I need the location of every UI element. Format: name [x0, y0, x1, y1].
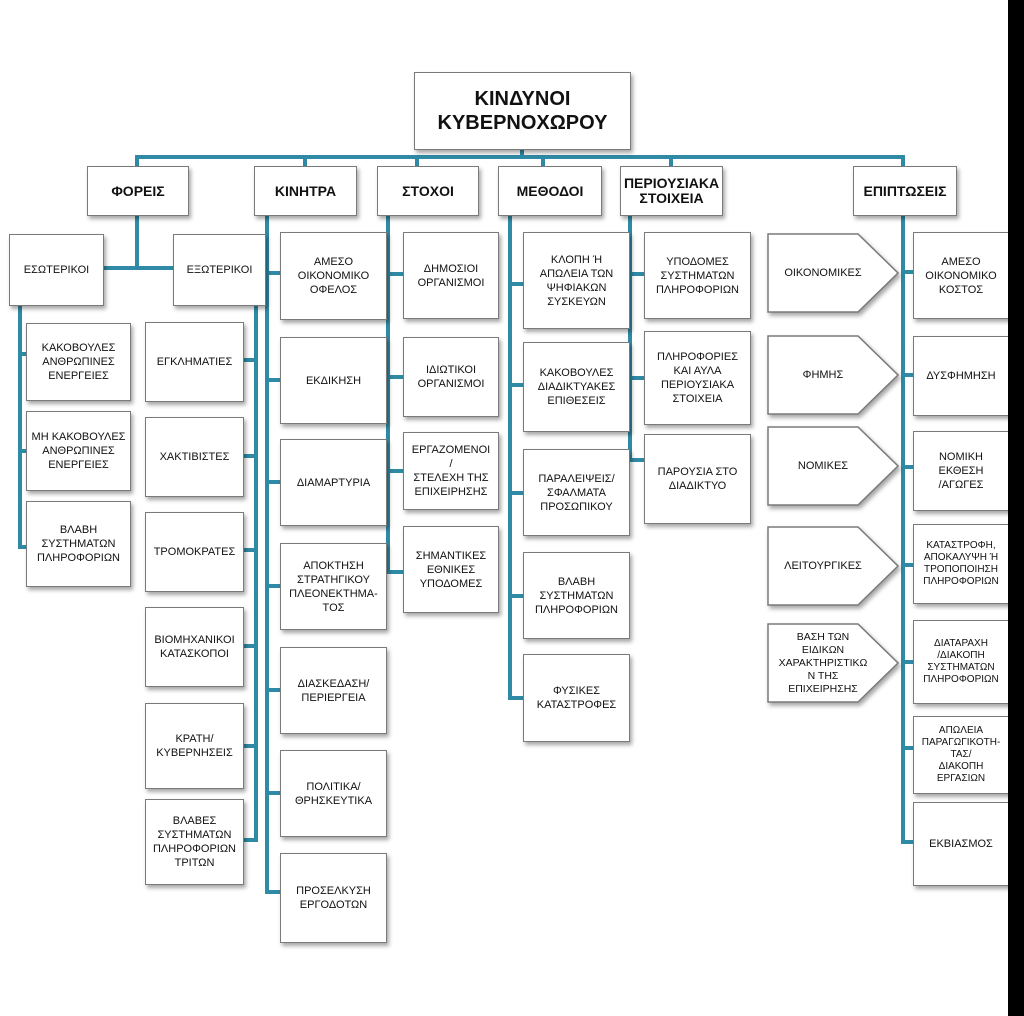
chevron-shape-fimis	[767, 335, 900, 415]
exoterikoi-item: ΒΙΟΜΗΧΑΝΙΚΟΙ ΚΑΤΑΣΚΟΠΟΙ	[145, 607, 244, 687]
epiptoseis-item: ΑΜΕΣΟ ΟΙΚΟΝΟΜΙΚΟ ΚΟΣΤΟΣ	[913, 232, 1009, 319]
exoterikoi-item: ΕΓΚΛΗΜΑΤΙΕΣ	[145, 322, 244, 402]
connector-exoterikoi	[241, 304, 258, 842]
kinitra-item: ΠΟΛΙΤΙΚΑ/ ΘΡΗΣΚΕΥΤΙΚΑ	[280, 750, 387, 837]
epiptoseis-item: ΕΚΒΙΑΣΜΟΣ	[913, 802, 1009, 886]
epiptoseis-item: ΚΑΤΑΣΤΡΟΦΗ, ΑΠΟΚΑΛΥΨΗ Ή ΤΡΟΠΟΠΟΙΗΣΗ ΠΛΗΡ…	[913, 524, 1009, 604]
stoxoi-item: ΕΡΓΑΖΟΜΕΝΟΙ / ΣΤΕΛΕΧΗ ΤΗΣ ΕΠΙΧΕΙΡΗΣΗΣ	[403, 432, 499, 510]
esoterikoi-item: ΒΛΑΒΗ ΣΥΣΤΗΜΑΤΩΝ ΠΛΗΡΟΦΟΡΙΩΝ	[26, 501, 131, 587]
connector-foreis-branch	[101, 214, 177, 270]
epiptoseis-item: ΝΟΜΙΚΗ ΕΚΘΕΣΗ /ΑΓΩΓΕΣ	[913, 431, 1009, 511]
stoxoi-item: ΣΗΜΑΝΤΙΚΕΣ ΕΘΝΙΚΕΣ ΥΠΟΔΟΜΕΣ	[403, 526, 499, 613]
right-edge-bar	[1008, 0, 1024, 1016]
esoterikoi-item: ΜΗ ΚΑΚΟΒΟΥΛΕΣ ΑΝΘΡΩΠΙΝΕΣ ΕΝΕΡΓΕΙΕΣ	[26, 411, 131, 491]
methodoi-item: ΚΑΚΟΒΟΥΛΕΣ ΔΙΑΔΙΚΤΥΑΚΕΣ ΕΠΙΘΕΣΕΙΣ	[523, 342, 630, 432]
connector-methodoi	[508, 214, 526, 700]
exoterikoi-item: ΒΛΑΒΕΣ ΣΥΣΤΗΜΑΤΩΝ ΠΛΗΡΟΦΟΡΙΩΝ ΤΡΙΤΩΝ	[145, 799, 244, 885]
exoterikoi-item: ΧΑΚΤΙΒΙΣΤΕΣ	[145, 417, 244, 497]
category-epiptoseis: ΕΠΙΠΤΩΣΕΙΣ	[853, 166, 957, 216]
category-stoxoi: ΣΤΟΧΟΙ	[377, 166, 479, 216]
category-periousiaka: ΠΕΡΙΟΥΣΙΑΚΑ ΣΤΟΙΧΕΙΑ	[620, 166, 723, 216]
foreis-exoterikoi: ΕΞΩΤΕΡΙΚΟΙ	[173, 234, 266, 306]
category-kinitra: ΚΙΝΗΤΡΑ	[254, 166, 357, 216]
epiptoseis-type-label: ΝΟΜΙΚΕΣ	[797, 460, 849, 472]
esoterikoi-item: ΚΑΚΟΒΟΥΛΕΣ ΑΝΘΡΩΠΙΝΕΣ ΕΝΕΡΓΕΙΕΣ	[26, 323, 131, 401]
methodoi-item: ΦΥΣΙΚΕΣ ΚΑΤΑΣΤΡΟΦΕΣ	[523, 654, 630, 742]
connector-kinitra	[265, 214, 283, 894]
exoterikoi-item: ΤΡΟΜΟΚΡΑΤΕΣ	[145, 512, 244, 592]
kinitra-item: ΔΙΑΜΑΡΤΥΡΙΑ	[280, 439, 387, 526]
epiptoseis-item: ΔΙΑΤΑΡΑΧΗ /ΔΙΑΚΟΠΗ ΣΥΣΤΗΜΑΤΩΝ ΠΛΗΡΟΦΟΡΙΩ…	[913, 620, 1009, 704]
kinitra-item: ΠΡΟΣΕΛΚΥΣΗ ΕΡΓΟΔΟΤΩΝ	[280, 853, 387, 943]
methodoi-item: ΠΑΡΑΛΕΙΨΕΙΣ/ ΣΦΑΛΜΑΤΑ ΠΡΟΣΩΠΙΚΟΥ	[523, 449, 630, 536]
periousiaka-item: ΠΑΡΟΥΣΙΑ ΣΤΟ ΔΙΑΔΙΚΤΥΟ	[644, 434, 751, 524]
foreis-esoterikoi: ΕΣΩΤΕΡΙΚΟΙ	[9, 234, 104, 306]
kinitra-item: ΑΠΟΚΤΗΣΗ ΣΤΡΑΤΗΓΙΚΟΥ ΠΛΕΟΝΕΚΤΗΜΑ- ΤΟΣ	[280, 543, 387, 630]
kinitra-item: ΕΚΔΙΚΗΣΗ	[280, 337, 387, 424]
periousiaka-item: ΠΛΗΡΟΦΟΡΙΕΣ ΚΑΙ ΑΥΛΑ ΠΕΡΙΟΥΣΙΑΚΑ ΣΤΟΙΧΕΙ…	[644, 331, 751, 425]
chevron-shape-nomikes	[767, 426, 900, 506]
chevron-shape-leitourgikes	[767, 526, 900, 606]
methodoi-item: ΚΛΟΠΗ Ή ΑΠΩΛΕΙΑ ΤΩΝ ΨΗΦΙΑΚΩΝ ΣΥΣΚΕΥΩΝ	[523, 232, 630, 329]
stoxoi-item: ΙΔΙΩΤΙΚΟΙ ΟΡΓΑΝΙΣΜΟΙ	[403, 337, 499, 417]
root-title: ΚΙΝΔΥΝΟΙ ΚΥΒΕΡΝΟΧΩΡΟΥ	[414, 72, 631, 150]
stoxoi-item: ΔΗΜΟΣΙΟΙ ΟΡΓΑΝΙΣΜΟΙ	[403, 232, 499, 319]
connector-stoxoi	[386, 214, 406, 574]
connector-periousiaka	[628, 214, 647, 462]
exoterikoi-item: ΚΡΑΤΗ/ ΚΥΒΕΡΝΗΣΕΙΣ	[145, 703, 244, 789]
epiptoseis-type-label: ΛΕΙΤΟΥΡΓΙΚΕΣ	[784, 560, 862, 572]
connector-esoterikoi	[18, 306, 29, 549]
connector-epiptoseis	[901, 214, 916, 844]
periousiaka-item: ΥΠΟΔΟΜΕΣ ΣΥΣΤΗΜΑΤΩΝ ΠΛΗΡΟΦΟΡΙΩΝ	[644, 232, 751, 319]
kinitra-item: ΑΜΕΣΟ ΟΙΚΟΝΟΜΙΚΟ ΟΦΕΛΟΣ	[280, 232, 387, 320]
epiptoseis-type-label: ΒΑΣΗ ΤΩΝ ΕΙΔΙΚΩΝ ΧΑΡΑΚΤΗΡΙΣΤΙΚΩ Ν ΤΗΣ ΕΠ…	[778, 630, 868, 695]
epiptoseis-item: ΑΠΩΛΕΙΑ ΠΑΡΑΓΩΓΙΚΟΤΗ- ΤΑΣ/ ΔΙΑΚΟΠΗ ΕΡΓΑΣ…	[913, 716, 1009, 794]
category-methodoi: ΜΕΘΟΔΟΙ	[498, 166, 602, 216]
epiptoseis-type-label: ΟΙΚΟΝΟΜΙΚΕΣ	[784, 267, 862, 279]
kinitra-item: ΔΙΑΣΚΕΔΑΣΗ/ ΠΕΡΙΕΡΓΕΙΑ	[280, 647, 387, 734]
epiptoseis-item: ΔΥΣΦΗΜΗΣΗ	[913, 336, 1009, 416]
chevron-shape-vasi	[767, 623, 900, 703]
methodoi-item: ΒΛΑΒΗ ΣΥΣΤΗΜΑΤΩΝ ΠΛΗΡΟΦΟΡΙΩΝ	[523, 552, 630, 639]
epiptoseis-type-label: ΦΗΜΗΣ	[802, 369, 844, 381]
category-foreis: ΦΟΡΕΙΣ	[87, 166, 189, 216]
chevron-shape-oikonomikes	[767, 233, 900, 313]
